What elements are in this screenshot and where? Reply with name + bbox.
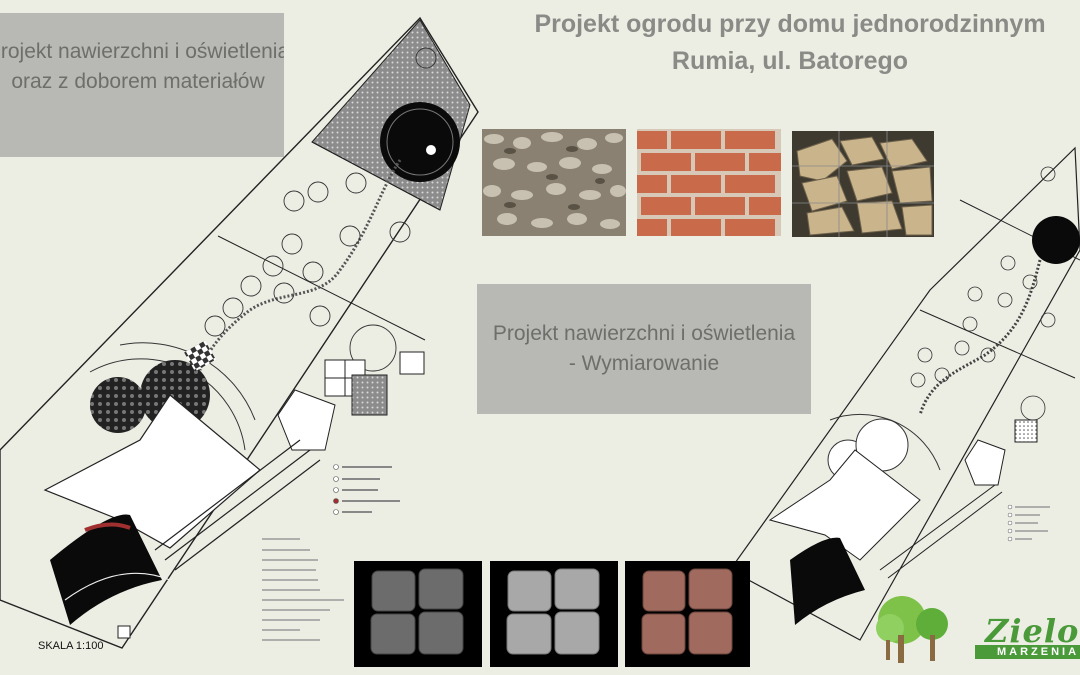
right-garden-plan bbox=[730, 146, 1080, 641]
gravel-photo bbox=[482, 129, 626, 236]
center-label-line-1: Projekt nawierzchni i oświetlenia bbox=[492, 322, 796, 345]
center-label-box: Projekt nawierzchni i oświetlenia - Wymi… bbox=[477, 284, 811, 414]
title-line-1: Projekt ogrodu przy domu jednorodzinnym bbox=[534, 10, 1046, 38]
left-label-box: Projekt nawierzchni i oświetlenia oraz z… bbox=[0, 13, 284, 157]
dark-granite-cobble-photo bbox=[354, 561, 482, 667]
title-line-2: Rumia, ul. Batorego bbox=[671, 47, 909, 75]
red-granite-cobble-photo bbox=[625, 561, 750, 667]
logo-subtitle: MARZENIA bbox=[975, 645, 1080, 659]
scale-label: SKALA 1:100 bbox=[38, 640, 104, 652]
gray-granite-cobble-photo bbox=[490, 561, 618, 667]
brick-wall-photo bbox=[637, 129, 781, 236]
center-label-line-2: - Wymiarowanie bbox=[568, 352, 720, 375]
pond-circle bbox=[380, 102, 460, 182]
left-garden-plan bbox=[0, 16, 479, 649]
logo-name: Zielone bbox=[985, 612, 1080, 650]
small-pond-circle bbox=[1032, 216, 1080, 264]
left-label-line-1: Projekt nawierzchni i oświetlenia bbox=[0, 40, 284, 63]
page-title: Projekt ogrodu przy domu jednorodzinnym … bbox=[480, 6, 1080, 80]
left-label-line-2: oraz z doborem materiałów bbox=[11, 70, 265, 93]
logo-trees-icon bbox=[876, 596, 948, 663]
stone-gabion-photo bbox=[792, 131, 934, 237]
